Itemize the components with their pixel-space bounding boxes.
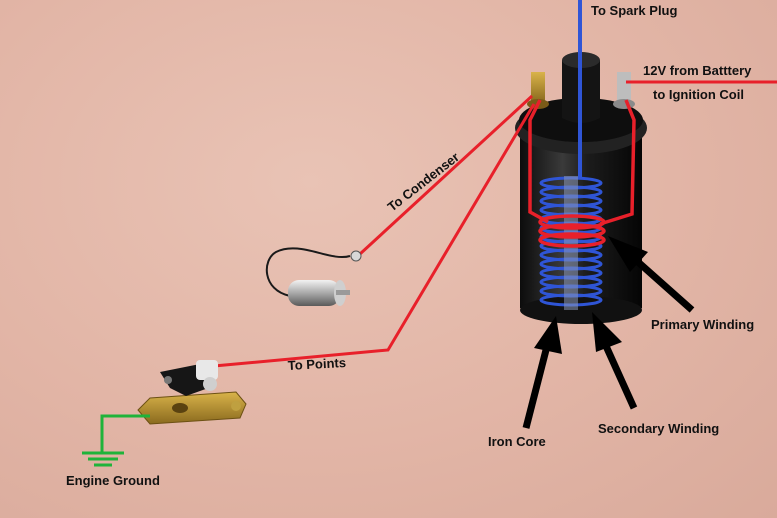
label-secondary-winding: Secondary Winding — [598, 421, 719, 436]
label-engine-ground: Engine Ground — [66, 473, 160, 488]
arrow-secondary-winding — [592, 312, 638, 410]
primary-leads — [213, 94, 536, 368]
coil-right-terminal — [617, 72, 631, 102]
label-battery-line1: 12V from Batttery — [643, 63, 752, 78]
condenser — [265, 247, 362, 306]
engine-ground — [82, 414, 150, 467]
label-to-spark-plug: To Spark Plug — [591, 3, 677, 18]
label-battery-line2: to Ignition Coil — [653, 87, 744, 102]
label-to-condenser: To Condenser — [385, 149, 462, 214]
arrow-iron-core — [522, 316, 562, 429]
label-primary-winding: Primary Winding — [651, 317, 754, 332]
breaker-points — [137, 360, 247, 425]
coil-left-terminal — [531, 72, 545, 102]
label-to-points: To Points — [287, 355, 346, 373]
label-iron-core: Iron Core — [488, 434, 546, 449]
primary-winding — [528, 99, 636, 248]
arrow-primary-winding — [608, 236, 695, 313]
iron-core — [564, 176, 578, 310]
